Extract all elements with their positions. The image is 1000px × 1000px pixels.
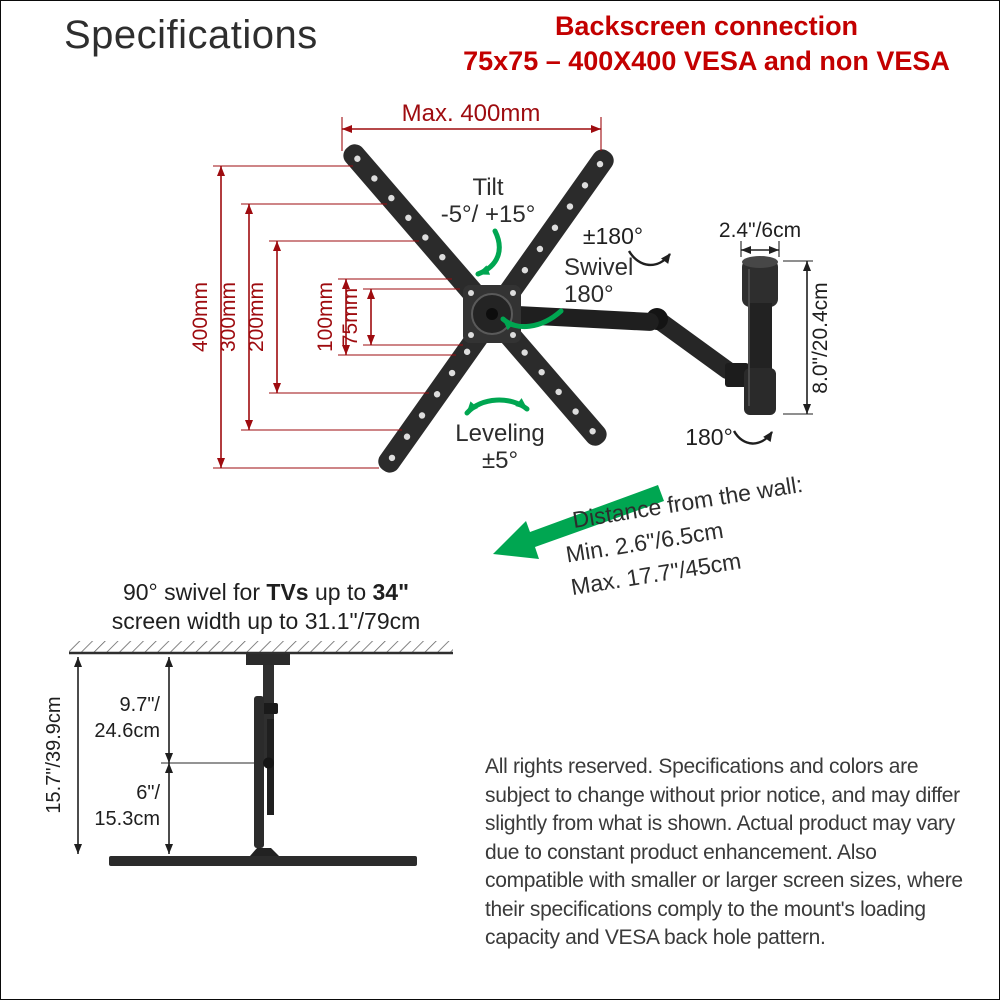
tilt-label: Tilt xyxy=(472,174,503,201)
swivel-title-seg2: TVs xyxy=(266,579,309,605)
dim-75mm-label: 75mm xyxy=(339,288,362,346)
dimension-100mm: 100mm xyxy=(314,278,456,356)
backscreen-heading: Backscreen connection 75x75 – 400X400 VE… xyxy=(449,9,964,79)
swivel-title-seg4: 34" xyxy=(372,579,410,605)
dim-100mm-label: 100mm xyxy=(314,282,337,352)
leveling-label: Leveling xyxy=(455,420,544,447)
dimension-300mm: 300mm xyxy=(217,203,402,431)
dimension-75mm: 75mm xyxy=(339,288,463,346)
plate-height-label: 8.0"/20.4cm xyxy=(809,282,832,393)
distance-text: Distance from the wall: Min. 2.6"/6.5cm … xyxy=(564,471,805,600)
dim-lower-label-2: 15.3cm xyxy=(94,808,160,830)
dimension-max-width: Max. 400mm xyxy=(341,100,602,151)
dimension-upper: 9.7"/ 24.6cm xyxy=(94,657,173,763)
arm-rotation-arrow-icon xyxy=(732,430,773,445)
dim-400mm-label: 400mm xyxy=(189,282,212,352)
dim-upper-label-1: 9.7"/ xyxy=(120,694,161,716)
page-title: Specifications xyxy=(64,13,318,57)
tilt-arrow-icon xyxy=(475,228,502,277)
shelf xyxy=(109,856,417,866)
backscreen-heading-line1: Backscreen connection xyxy=(554,11,859,41)
dim-lower-label-1: 6"/ xyxy=(136,782,160,804)
rotation-value: ±180° xyxy=(583,223,643,249)
mounting-surface xyxy=(69,641,453,655)
dimension-total-height: 15.7"/39.9cm xyxy=(43,657,82,854)
dim-300mm-label: 300mm xyxy=(217,282,240,352)
backscreen-heading-line2: 75x75 – 400X400 VESA and non VESA xyxy=(463,46,950,76)
dimension-plate-width: 2.4"/6cm xyxy=(719,219,801,257)
bracket-hub xyxy=(463,285,521,343)
disclaimer-text: All rights reserved. Specifications and … xyxy=(485,755,963,949)
pivot-joint xyxy=(263,757,274,769)
swivel-label: Swivel xyxy=(564,254,633,281)
dimension-lower: 6"/ 15.3cm xyxy=(94,763,173,854)
swivel-title-line2: screen width up to 31.1"/79cm xyxy=(111,608,421,634)
dimension-400mm: 400mm xyxy=(189,165,379,469)
swivel-title-seg1: 90° swivel for xyxy=(122,579,267,605)
tilt-value: -5°/ +15° xyxy=(441,201,536,228)
dim-total-label: 15.7"/39.9cm xyxy=(43,696,65,813)
mount-and-tv xyxy=(109,654,417,866)
dim-200mm-label: 200mm xyxy=(245,282,268,352)
swivel-title-seg3: up to xyxy=(308,579,373,605)
tv-foot xyxy=(250,848,279,856)
wall-arm xyxy=(496,256,778,415)
distance-arrow-icon xyxy=(493,485,664,559)
wall-plate xyxy=(742,256,778,415)
leveling-value: ±5° xyxy=(482,447,518,474)
swivel-title-line1: 90° swivel for TVs up to 34" xyxy=(56,578,476,607)
arm-rotation-value: 180° xyxy=(685,424,733,450)
dimension-plate-height: 8.0"/20.4cm xyxy=(783,260,832,415)
swivel-value: 180° xyxy=(564,281,614,308)
rotation-arrow-icon xyxy=(627,250,671,267)
plate-width-label: 2.4"/6cm xyxy=(719,219,801,242)
vesa-bracket-diagram: Max. 400mm 400mm 300mm 200mm xyxy=(189,100,832,600)
max-width-label: Max. 400mm xyxy=(402,100,541,127)
dimension-200mm: 200mm xyxy=(245,240,429,394)
swivel-arrow-icon xyxy=(500,308,564,331)
swivel-diagram-title: 90° swivel for TVs up to 34" screen widt… xyxy=(56,578,476,636)
tv-panel xyxy=(254,696,264,848)
leveling-arrow-icon xyxy=(464,397,530,416)
under-surface-mount-diagram: 15.7"/39.9cm 9.7"/ 24.6cm 6"/ 15.3cm xyxy=(43,641,453,866)
dim-upper-label-2: 24.6cm xyxy=(94,720,160,742)
